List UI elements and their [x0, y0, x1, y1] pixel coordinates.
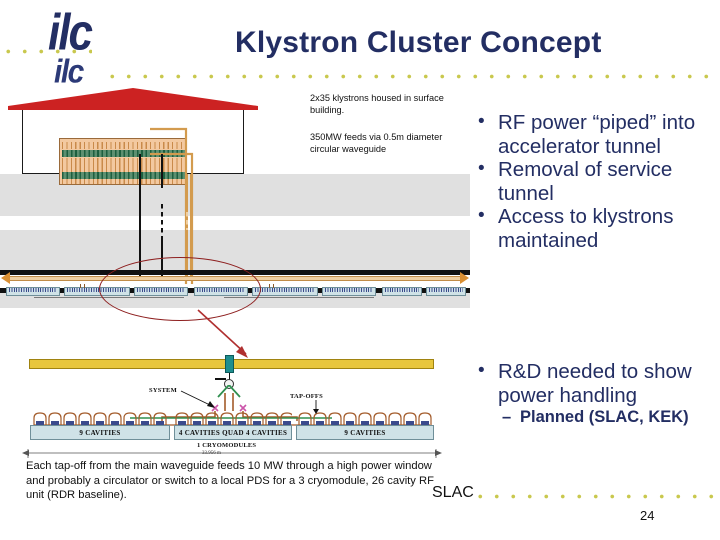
cavity-array: [429, 288, 463, 292]
shaft-wall-right-upper: [160, 174, 163, 188]
annotation-waveguide: 350MW feeds via 0.5m diameter circular w…: [310, 132, 443, 154]
tap-off-stem: [228, 373, 231, 382]
waveguide-arrow-right-icon: [460, 272, 469, 284]
tap-off-loop-row: [33, 412, 167, 425]
klystron-row: [62, 179, 186, 184]
shaft-dashed-left: [139, 214, 141, 236]
label-tapoffs: TAP-OFFS: [290, 393, 323, 400]
cavity-array: [67, 288, 127, 292]
strata-band-middle: [0, 230, 470, 270]
bullet-item: RF power “piped” into accelerator tunnel: [472, 110, 720, 158]
bullet-item: R&D needed to show power handling: [472, 359, 720, 407]
label-system: SYSTEM: [149, 387, 177, 394]
building-foundation-left: [139, 154, 141, 176]
waveguide-arrow-left-icon: [1, 272, 10, 284]
tap-off-tick: [269, 284, 270, 288]
decorative-dotted-rule-header: [104, 74, 720, 79]
callout-arrow-icon: [197, 309, 248, 358]
ilc-logo-reflection: ilc: [54, 53, 84, 91]
klystron-row: [62, 150, 186, 157]
page-number: 24: [640, 508, 655, 523]
rf-unit-diagram: 9 CAVITIES 4 CAVITIES QUAD 4 CAVITIES 9 …: [12, 345, 452, 465]
tap-off-tick: [273, 284, 274, 288]
decorative-dotted-rule-footer: [472, 494, 720, 499]
vertical-waveguide-dashed: [186, 212, 188, 230]
bullet-list-bottom: R&D needed to show power handling Planne…: [472, 359, 720, 427]
dimension-line: [224, 297, 374, 298]
system-leader-arrow-icon: [180, 390, 215, 408]
diagram-caption: Each tap-off from the main waveguide fee…: [26, 460, 434, 501]
page-title: Klystron Cluster Concept: [235, 26, 602, 59]
building-foundation-right: [160, 154, 163, 176]
tap-off-block: [225, 355, 234, 373]
klystron-row: [62, 172, 186, 179]
klystron-rack-array: [59, 138, 187, 185]
cavity-array: [325, 288, 373, 292]
bullet-subitem: Planned (SLAC, KEK): [472, 408, 720, 427]
cavity-array: [255, 288, 315, 292]
cryomodule-box: 9 CAVITIES: [30, 425, 170, 440]
footer-organization-label: SLAC: [432, 484, 474, 501]
klystron-row: [62, 158, 186, 165]
bullet-list-top: RF power “piped” into accelerator tunnel…: [472, 110, 720, 252]
building-roof: [8, 88, 258, 110]
cryomodule-box: 9 CAVITIES: [296, 425, 434, 440]
tap-off-tick: [84, 284, 85, 288]
cryomodule-box: 4 CAVITIES QUAD 4 CAVITIES: [174, 425, 292, 440]
dimension-label: 33.956 m: [202, 451, 221, 456]
klystron-row: [62, 142, 186, 149]
cavity-array: [9, 288, 57, 292]
surface-building: [22, 106, 244, 185]
overall-dimension-line: [22, 449, 442, 458]
label-cryomodules: 1 CRYOMODULES: [197, 442, 257, 449]
annotation-klystrons: 2x35 klystrons housed in surface buildin…: [310, 93, 444, 115]
vertical-waveguide: [190, 174, 193, 276]
bullet-item: Removal of service tunnel: [472, 157, 720, 205]
tap-off-tick: [80, 284, 81, 288]
shaft-dashed-right: [160, 204, 163, 238]
bullet-item: Access to klystrons maintained: [472, 204, 720, 252]
klystron-row: [62, 165, 186, 172]
circulator-icon: [224, 379, 234, 389]
tapoffs-leader-arrow-icon: [313, 400, 319, 414]
shaft-wall-right-lower: [160, 236, 163, 276]
decorative-dotted-rule-upper: [0, 49, 92, 54]
callout-ellipse: [99, 257, 261, 321]
tap-off-loop-row: [298, 412, 432, 425]
rf-window-bar: [215, 378, 226, 380]
tap-off-loop-row: [175, 412, 292, 425]
cavity-array: [385, 288, 419, 292]
